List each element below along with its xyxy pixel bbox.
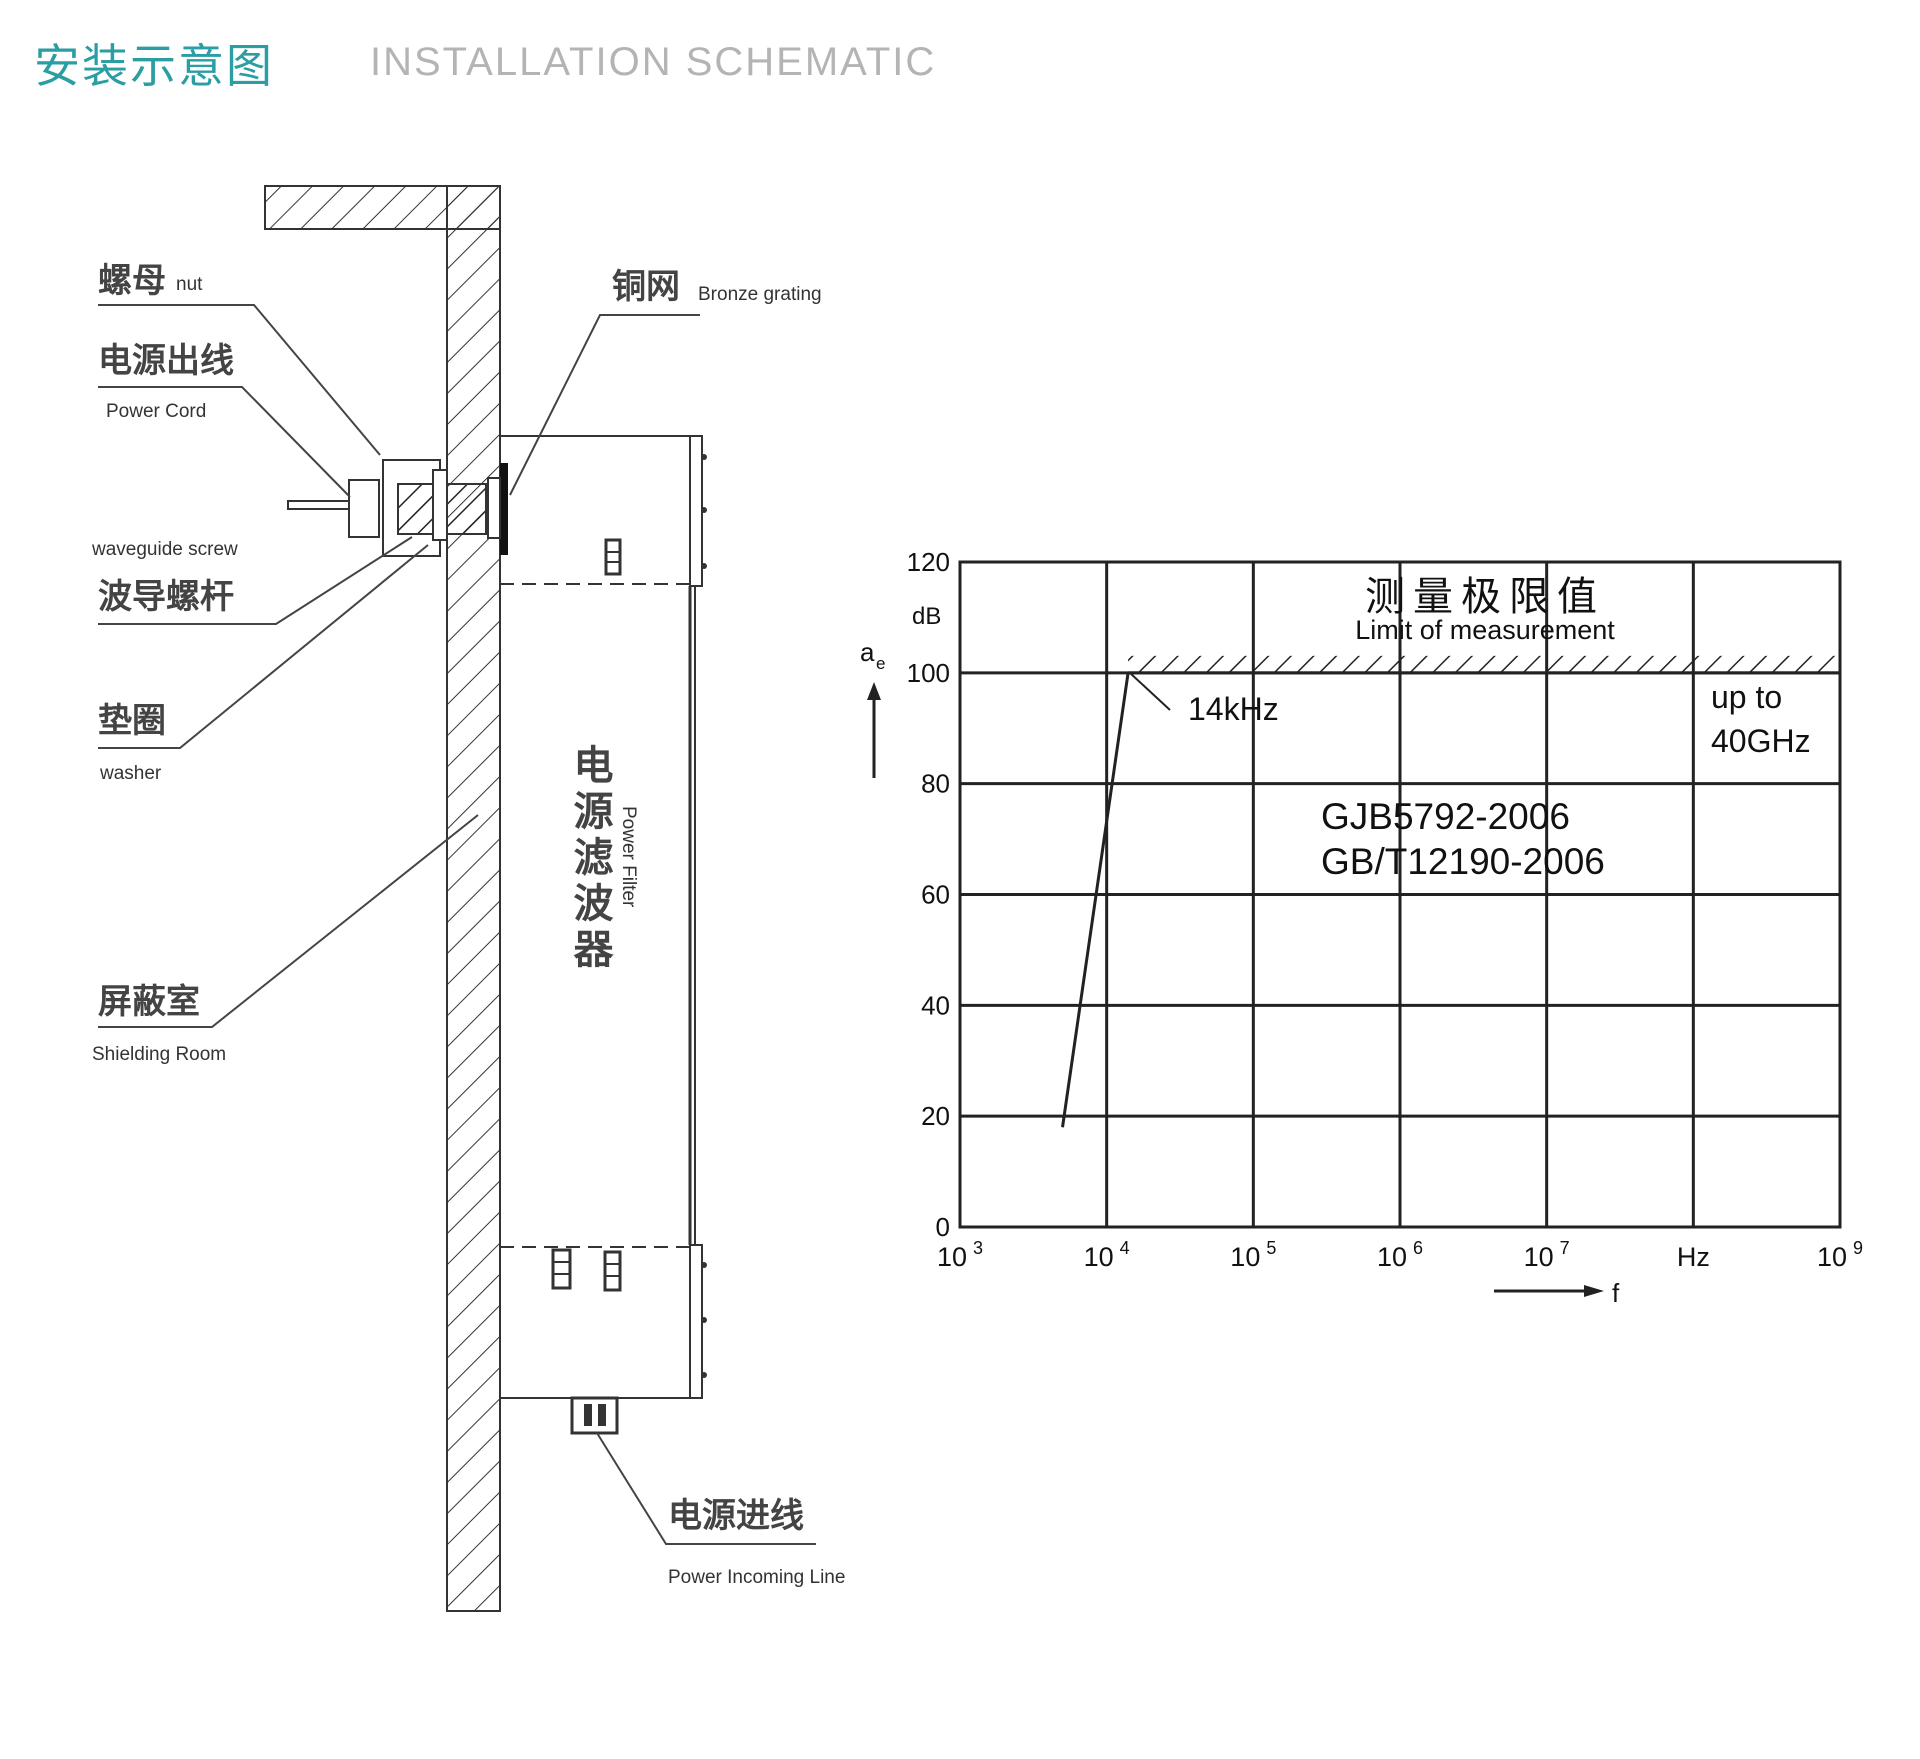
- waveguide-label-en: waveguide screw: [91, 539, 238, 560]
- x-tick-label: Hz: [1677, 1242, 1710, 1272]
- upper-range-label-2: 40GHz: [1711, 723, 1811, 759]
- y-tick-label: 120: [907, 547, 950, 577]
- y-unit-label: dB: [912, 603, 941, 630]
- x-tick-exponent: 6: [1413, 1238, 1423, 1258]
- x-axis-label: f: [1612, 1278, 1620, 1308]
- washer-label-cn: 垫圈: [98, 701, 166, 741]
- y-axis-label: a: [860, 637, 875, 667]
- x-axis-arrowhead: [1584, 1285, 1604, 1297]
- standard-label-1: GJB5792-2006: [1321, 796, 1570, 837]
- x-tick-exponent: 9: [1853, 1238, 1863, 1258]
- y-tick-label: 40: [921, 990, 950, 1020]
- page-title-en: INSTALLATION SCHEMATIC: [370, 40, 937, 84]
- limit-hatch: [1128, 655, 1840, 673]
- bronze-grating-label-cn: 铜网: [612, 267, 680, 307]
- upper-range-label-1: up to: [1711, 679, 1782, 715]
- x-tick-label: 10: [1524, 1242, 1554, 1272]
- power-cord-label-cn: 电源出线: [98, 341, 234, 381]
- y-axis-label-sub: e: [876, 654, 885, 673]
- washer-label-en: washer: [99, 763, 162, 784]
- chart-series: [1061, 671, 1840, 1128]
- terminal-icon: [551, 1248, 572, 1290]
- x-tick-exponent: 3: [973, 1238, 983, 1258]
- incoming-line-label-en: Power Incoming Line: [668, 1567, 845, 1588]
- limit-label-cn: 测量极限值: [1365, 574, 1605, 620]
- x-tick-label: 10: [937, 1242, 967, 1272]
- page-title-cn: 安装示意图: [34, 39, 274, 93]
- waveguide-assembly: [287, 459, 508, 557]
- y-tick-labels: 0 20 40 60 80 100 120: [907, 547, 950, 1242]
- y-tick-label: 60: [921, 880, 950, 910]
- x-tick-labels: 10 3 10 4 10 5 10 6 10 7 Hz 10 9: [937, 1238, 1863, 1272]
- shielding-wall: [264, 185, 501, 1612]
- filter-label-cn: 电源滤波器: [567, 744, 614, 974]
- power-cord-label-en: Power Cord: [106, 401, 206, 422]
- shielding-room-label-en: Shielding Room: [92, 1044, 226, 1065]
- y-axis-arrowhead: [867, 682, 881, 700]
- x-tick-exponent: 4: [1120, 1238, 1130, 1258]
- x-tick-exponent: 5: [1266, 1238, 1276, 1258]
- leader-lines: [98, 304, 816, 1545]
- x-tick-label: 10: [1817, 1242, 1847, 1272]
- y-tick-label: 20: [921, 1101, 950, 1131]
- limit-label-en: Limit of measurement: [1355, 615, 1615, 645]
- corner-frequency-label: 14kHz: [1188, 691, 1279, 727]
- incoming-line-label-cn: 电源进线: [668, 1496, 804, 1536]
- corner-leader: [1129, 672, 1171, 711]
- waveguide-label-cn: 波导螺杆: [98, 577, 234, 617]
- terminal-icon: [604, 538, 622, 576]
- x-tick-exponent: 7: [1560, 1238, 1570, 1258]
- terminal-icon: [603, 1250, 622, 1292]
- incoming-connector-icon: [570, 1396, 619, 1435]
- filter-label-en: Power Filter: [618, 806, 639, 908]
- series-line: [1061, 672, 1130, 1128]
- standard-label-2: GB/T12190-2006: [1321, 841, 1605, 882]
- nut-label-cn: 螺母: [98, 261, 166, 301]
- bronze-grating-label-en: Bronze grating: [698, 284, 822, 305]
- shielding-room-label-cn: 屏蔽室: [98, 982, 200, 1022]
- x-tick-label: 10: [1084, 1242, 1114, 1272]
- nut-label-en: nut: [176, 274, 203, 295]
- x-tick-label: 10: [1230, 1242, 1260, 1272]
- installation-diagram: 螺母 nut 电源出线 Power Cord waveguide screw 波…: [91, 185, 845, 1612]
- y-tick-label: 80: [921, 769, 950, 799]
- filter-body: [499, 435, 707, 1435]
- y-tick-label: 0: [936, 1212, 950, 1242]
- y-tick-label: 100: [907, 658, 950, 688]
- x-tick-label: 10: [1377, 1242, 1407, 1272]
